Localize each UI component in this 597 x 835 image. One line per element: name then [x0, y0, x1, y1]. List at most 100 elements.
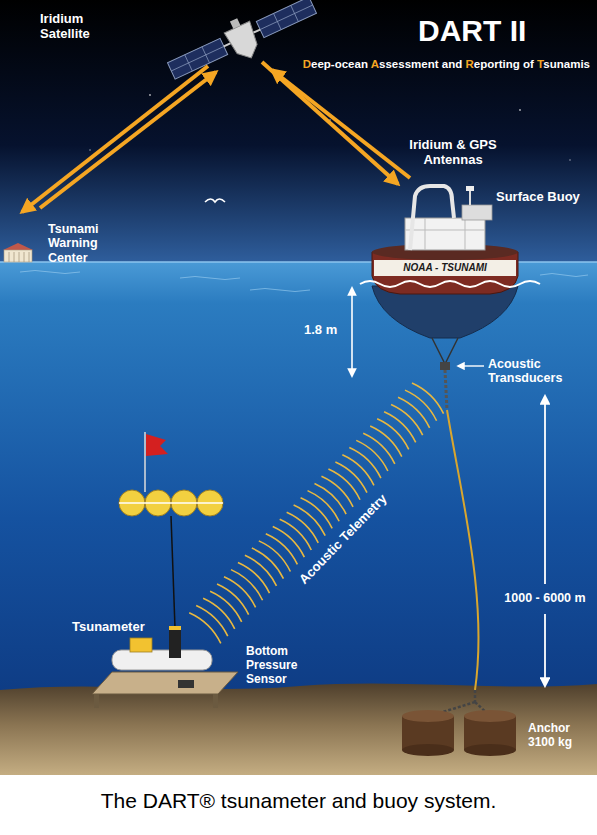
subtitle-letter: o	[487, 58, 494, 70]
acoustic-wave	[259, 541, 291, 572]
acoustic-wave	[356, 440, 388, 471]
acoustic-wave	[196, 606, 228, 637]
subtitle-letter: n	[428, 58, 435, 70]
ocean	[0, 262, 597, 775]
subtitle-letter: p	[324, 58, 331, 70]
subtitle-letter: o	[335, 58, 342, 70]
tsunameter-float	[171, 516, 175, 628]
surface-buoy	[466, 186, 474, 191]
part-label: Acoustic Transducers	[488, 357, 580, 386]
satellite-link-arrow	[22, 62, 410, 212]
subtitle-letter: D	[303, 58, 311, 70]
surface-buoy	[410, 186, 454, 250]
pressure-sensor-frame	[112, 650, 212, 670]
satellite-symbol	[230, 18, 241, 29]
subtitle-letter: n	[361, 58, 368, 70]
satellite-symbol	[224, 21, 264, 64]
acoustic-wave	[189, 383, 443, 643]
surface-ripple	[540, 274, 588, 277]
pressure-sensor-frame	[92, 626, 238, 708]
hull-marking-box: NOAA - TSUNAMI	[403, 262, 487, 274]
subtitle-letter: s	[584, 58, 590, 70]
surface-buoy	[405, 218, 485, 250]
acoustic-wave	[377, 419, 409, 450]
acoustic-wave	[328, 469, 360, 500]
acoustic-wave	[321, 476, 353, 507]
tsunameter-float	[119, 502, 223, 504]
anchor-block	[464, 710, 516, 722]
acoustic-wave	[370, 426, 402, 457]
subtitle-box: Deep-ocean Assessment and Reporting of T…	[303, 58, 590, 71]
subtitle-letter: e	[348, 58, 354, 70]
diagram-title-box: DART II	[418, 14, 526, 49]
subtitle-letter: d	[455, 58, 462, 70]
surface-ripple	[180, 277, 240, 280]
acoustic-wave	[245, 555, 277, 586]
surface-buoy	[469, 189, 471, 205]
warning-center-building	[9, 252, 29, 262]
surface-buoy	[374, 260, 516, 276]
subtitle-letter	[534, 58, 537, 70]
mooring	[445, 370, 447, 410]
pressure-sensor-frame	[169, 626, 181, 630]
acoustic-wave	[391, 404, 423, 435]
star	[149, 94, 151, 96]
part-label: Anchor 3100 kg	[528, 722, 590, 750]
pressure-sensor-frame	[92, 672, 238, 694]
subtitle-letter: n	[506, 58, 513, 70]
surface-buoy	[462, 205, 492, 220]
part-label-box: Iridium & GPS Antennas	[397, 138, 509, 168]
surface-buoy	[405, 218, 485, 250]
subtitle-letter: p	[480, 58, 487, 70]
signal-label-box: Acoustic Telemetry	[297, 492, 391, 588]
part-label: Tsunami Warning Center	[48, 222, 120, 265]
satellite-symbol	[256, 0, 316, 38]
dimension-arrow	[544, 396, 546, 584]
subtitle-letter: t	[499, 58, 503, 70]
figure-caption-box: The DART® tsunameter and buoy system.	[101, 789, 497, 813]
part-label-box: Acoustic Transducers	[488, 357, 580, 386]
leader-arrow	[458, 365, 484, 366]
subtitle-letter	[520, 58, 523, 70]
subtitle-letter: -	[331, 58, 335, 70]
pressure-sensor-frame	[130, 638, 152, 652]
caption-ground	[0, 775, 597, 835]
part-label-box: Bottom Pressure Sensor	[246, 645, 312, 686]
dimension-label: 1.8 m	[304, 323, 337, 338]
dimension-arrow	[351, 288, 353, 376]
acoustic-wave	[203, 598, 235, 629]
satellite-symbol	[163, 0, 322, 91]
dimension-arrow	[351, 288, 353, 376]
anchor-block	[402, 710, 516, 756]
part-label-box: Surface Buoy	[496, 190, 580, 205]
subtitle-letter: A	[371, 58, 379, 70]
part-label-box: Tsunameter	[72, 620, 145, 635]
star	[569, 159, 570, 160]
satellite-link-arrow	[40, 72, 216, 208]
warning-center-building	[3, 243, 33, 262]
acoustic-wave	[315, 483, 347, 514]
diagram-title: DART II	[418, 14, 526, 49]
acoustic-wave	[273, 527, 305, 558]
acoustic-wave	[412, 383, 444, 414]
acoustic-wave	[231, 570, 263, 601]
surface-ripple	[250, 289, 310, 292]
subtitle-letter: a	[442, 58, 448, 70]
acoustic-wave	[384, 412, 416, 443]
acoustic-wave	[342, 455, 374, 486]
subtitle-letter: n	[557, 58, 564, 70]
part-label-box: Iridium Satellite	[40, 12, 112, 42]
dimension-label: 1000 - 6000 m	[504, 591, 585, 605]
anchor-block	[402, 710, 454, 722]
acoustic-wave	[349, 448, 381, 479]
tsunameter-float	[119, 432, 223, 628]
dimension-arrow	[544, 396, 546, 686]
satellite-link-arrow	[22, 66, 208, 212]
star	[519, 109, 521, 111]
subtitle-letter: R	[465, 58, 473, 70]
part-label: Iridium & GPS Antennas	[397, 138, 509, 168]
subtitle-letter: c	[342, 58, 348, 70]
subtitle-letter	[368, 58, 371, 70]
tsunameter-float	[144, 432, 146, 492]
